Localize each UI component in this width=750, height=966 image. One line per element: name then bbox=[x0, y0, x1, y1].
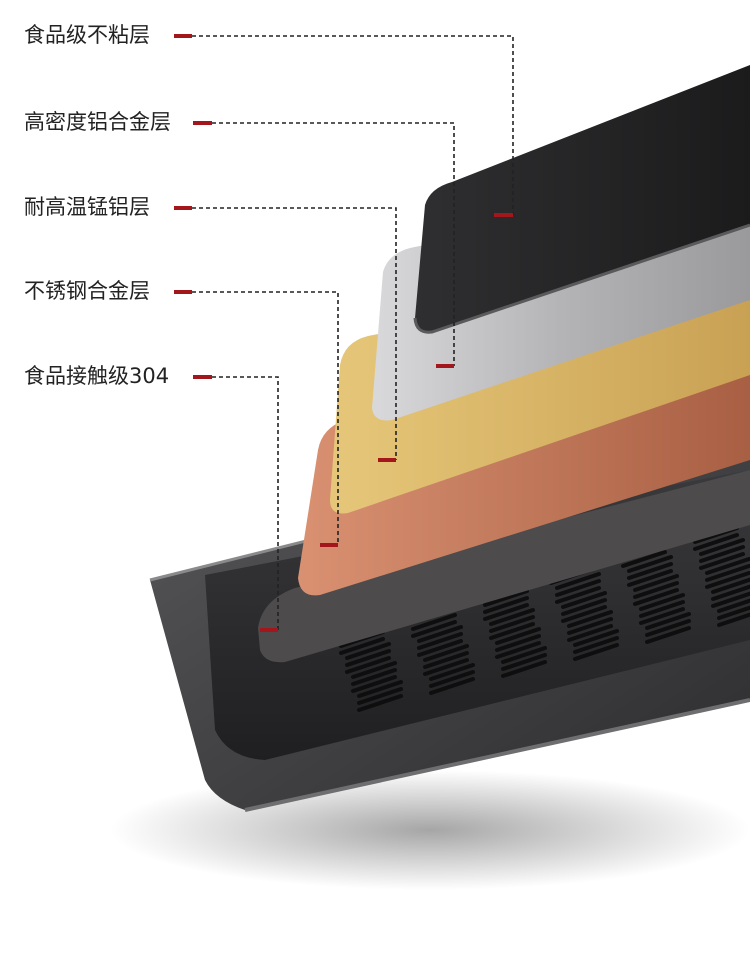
perforation-slot bbox=[501, 653, 547, 671]
perforation-slot bbox=[567, 617, 613, 635]
perforation-slot bbox=[501, 660, 547, 678]
layer-label-stainless: 不锈钢合金层 bbox=[24, 279, 150, 303]
floor-shadow bbox=[110, 770, 750, 890]
perforation-slot bbox=[483, 596, 529, 614]
perforation-slot bbox=[489, 622, 535, 640]
perforation-slot bbox=[639, 593, 685, 611]
perforation-slot bbox=[483, 589, 529, 607]
perforation-slot bbox=[417, 639, 463, 657]
perforation-slot bbox=[639, 607, 685, 625]
perforation-slot bbox=[573, 636, 619, 654]
perforation-slot bbox=[639, 600, 685, 618]
perforation-slot bbox=[351, 675, 397, 693]
perforation-slot bbox=[561, 591, 607, 609]
callout-line-aluminium bbox=[212, 122, 455, 366]
perforation-slot bbox=[351, 668, 397, 686]
perforation-slot bbox=[573, 629, 619, 647]
perforation-slot bbox=[357, 680, 403, 698]
perforation-slot bbox=[627, 555, 673, 573]
layer-sheet-304 bbox=[258, 470, 750, 663]
marker-end-nonstick bbox=[494, 213, 513, 217]
perforation-slot bbox=[489, 608, 535, 626]
perforation-slot bbox=[339, 637, 385, 655]
perforation-slot bbox=[429, 677, 475, 695]
tray-bottom-edge bbox=[244, 698, 750, 812]
marker-end-aluminium bbox=[436, 364, 454, 368]
perforation-slot bbox=[351, 661, 397, 679]
perforation-slot bbox=[495, 641, 541, 659]
perforation-slot bbox=[483, 603, 529, 621]
perforation-slot bbox=[645, 626, 691, 644]
perforation-slot bbox=[705, 571, 750, 589]
perforation-slot bbox=[501, 646, 547, 664]
perforation-slot bbox=[705, 557, 750, 575]
perforation-slot bbox=[555, 579, 601, 597]
layer-sheet-nonstick-edge bbox=[413, 223, 750, 334]
callout-lines bbox=[192, 35, 514, 630]
perforation-slot bbox=[705, 564, 750, 582]
perforation-slot bbox=[645, 612, 691, 630]
perforation-slot bbox=[357, 687, 403, 705]
perforation-slot bbox=[627, 569, 673, 587]
marker-end-stainless bbox=[320, 543, 338, 547]
perforation-slot bbox=[711, 591, 750, 608]
marker-start-304 bbox=[193, 375, 212, 379]
perforation-slot bbox=[429, 663, 475, 681]
callout-line-manganese bbox=[192, 207, 397, 460]
perforation-slot bbox=[711, 577, 750, 594]
perforation-slot bbox=[411, 620, 457, 638]
marker-start-aluminium bbox=[193, 121, 212, 125]
perforation-slot bbox=[555, 572, 601, 590]
perforation-slot bbox=[561, 598, 607, 616]
perforation-slot bbox=[345, 649, 391, 667]
perforation-slot bbox=[495, 634, 541, 652]
perforation-slot bbox=[645, 619, 691, 637]
perforation-slot bbox=[561, 605, 607, 623]
perforation-slot bbox=[717, 605, 750, 620]
perforation-slot bbox=[417, 632, 463, 650]
layer-label-304: 食品接触级304 bbox=[24, 364, 170, 388]
perforation-slot bbox=[555, 586, 601, 604]
perforation-slot bbox=[627, 562, 673, 580]
perforation-slot bbox=[693, 533, 739, 551]
perforation-slot bbox=[567, 624, 613, 642]
perforation-slot bbox=[429, 670, 475, 688]
perforation-slot bbox=[633, 588, 679, 606]
layer-label-nonstick: 食品级不粘层 bbox=[24, 23, 150, 47]
perforation-slot bbox=[423, 658, 469, 676]
perforation-slot bbox=[417, 625, 463, 643]
perforation-slot bbox=[573, 643, 619, 661]
callout-markers bbox=[174, 34, 513, 632]
perforation-slot bbox=[423, 651, 469, 669]
perforation-slot bbox=[711, 584, 750, 601]
perforation-slot bbox=[633, 574, 679, 592]
perforation-slot bbox=[345, 656, 391, 674]
layer-label-manganese: 耐高温锰铝层 bbox=[24, 195, 150, 219]
perforation-slot bbox=[717, 612, 750, 627]
perforation-slot bbox=[633, 581, 679, 599]
perforation-slot bbox=[699, 552, 745, 570]
perforation-slot bbox=[423, 644, 469, 662]
perforation-slot bbox=[345, 642, 391, 660]
perforation-slot bbox=[495, 627, 541, 645]
marker-end-manganese bbox=[378, 458, 396, 462]
perforation-slot bbox=[699, 545, 745, 563]
marker-start-nonstick bbox=[174, 34, 192, 38]
perforation-slot bbox=[699, 538, 745, 556]
layer-sheet-nonstick bbox=[415, 65, 750, 333]
marker-start-manganese bbox=[174, 206, 192, 210]
perforation-slot bbox=[717, 598, 750, 613]
perforation-slot bbox=[411, 613, 457, 631]
marker-end-304 bbox=[260, 628, 278, 632]
layer-label-aluminium: 高密度铝合金层 bbox=[24, 110, 171, 134]
marker-start-stainless bbox=[174, 290, 192, 294]
perforation-slot bbox=[357, 694, 403, 712]
callout-line-304 bbox=[212, 376, 279, 630]
callout-line-nonstick bbox=[192, 35, 514, 215]
perforation-slot bbox=[489, 615, 535, 633]
perforation-slot bbox=[621, 550, 667, 568]
perforation-slot bbox=[567, 610, 613, 628]
